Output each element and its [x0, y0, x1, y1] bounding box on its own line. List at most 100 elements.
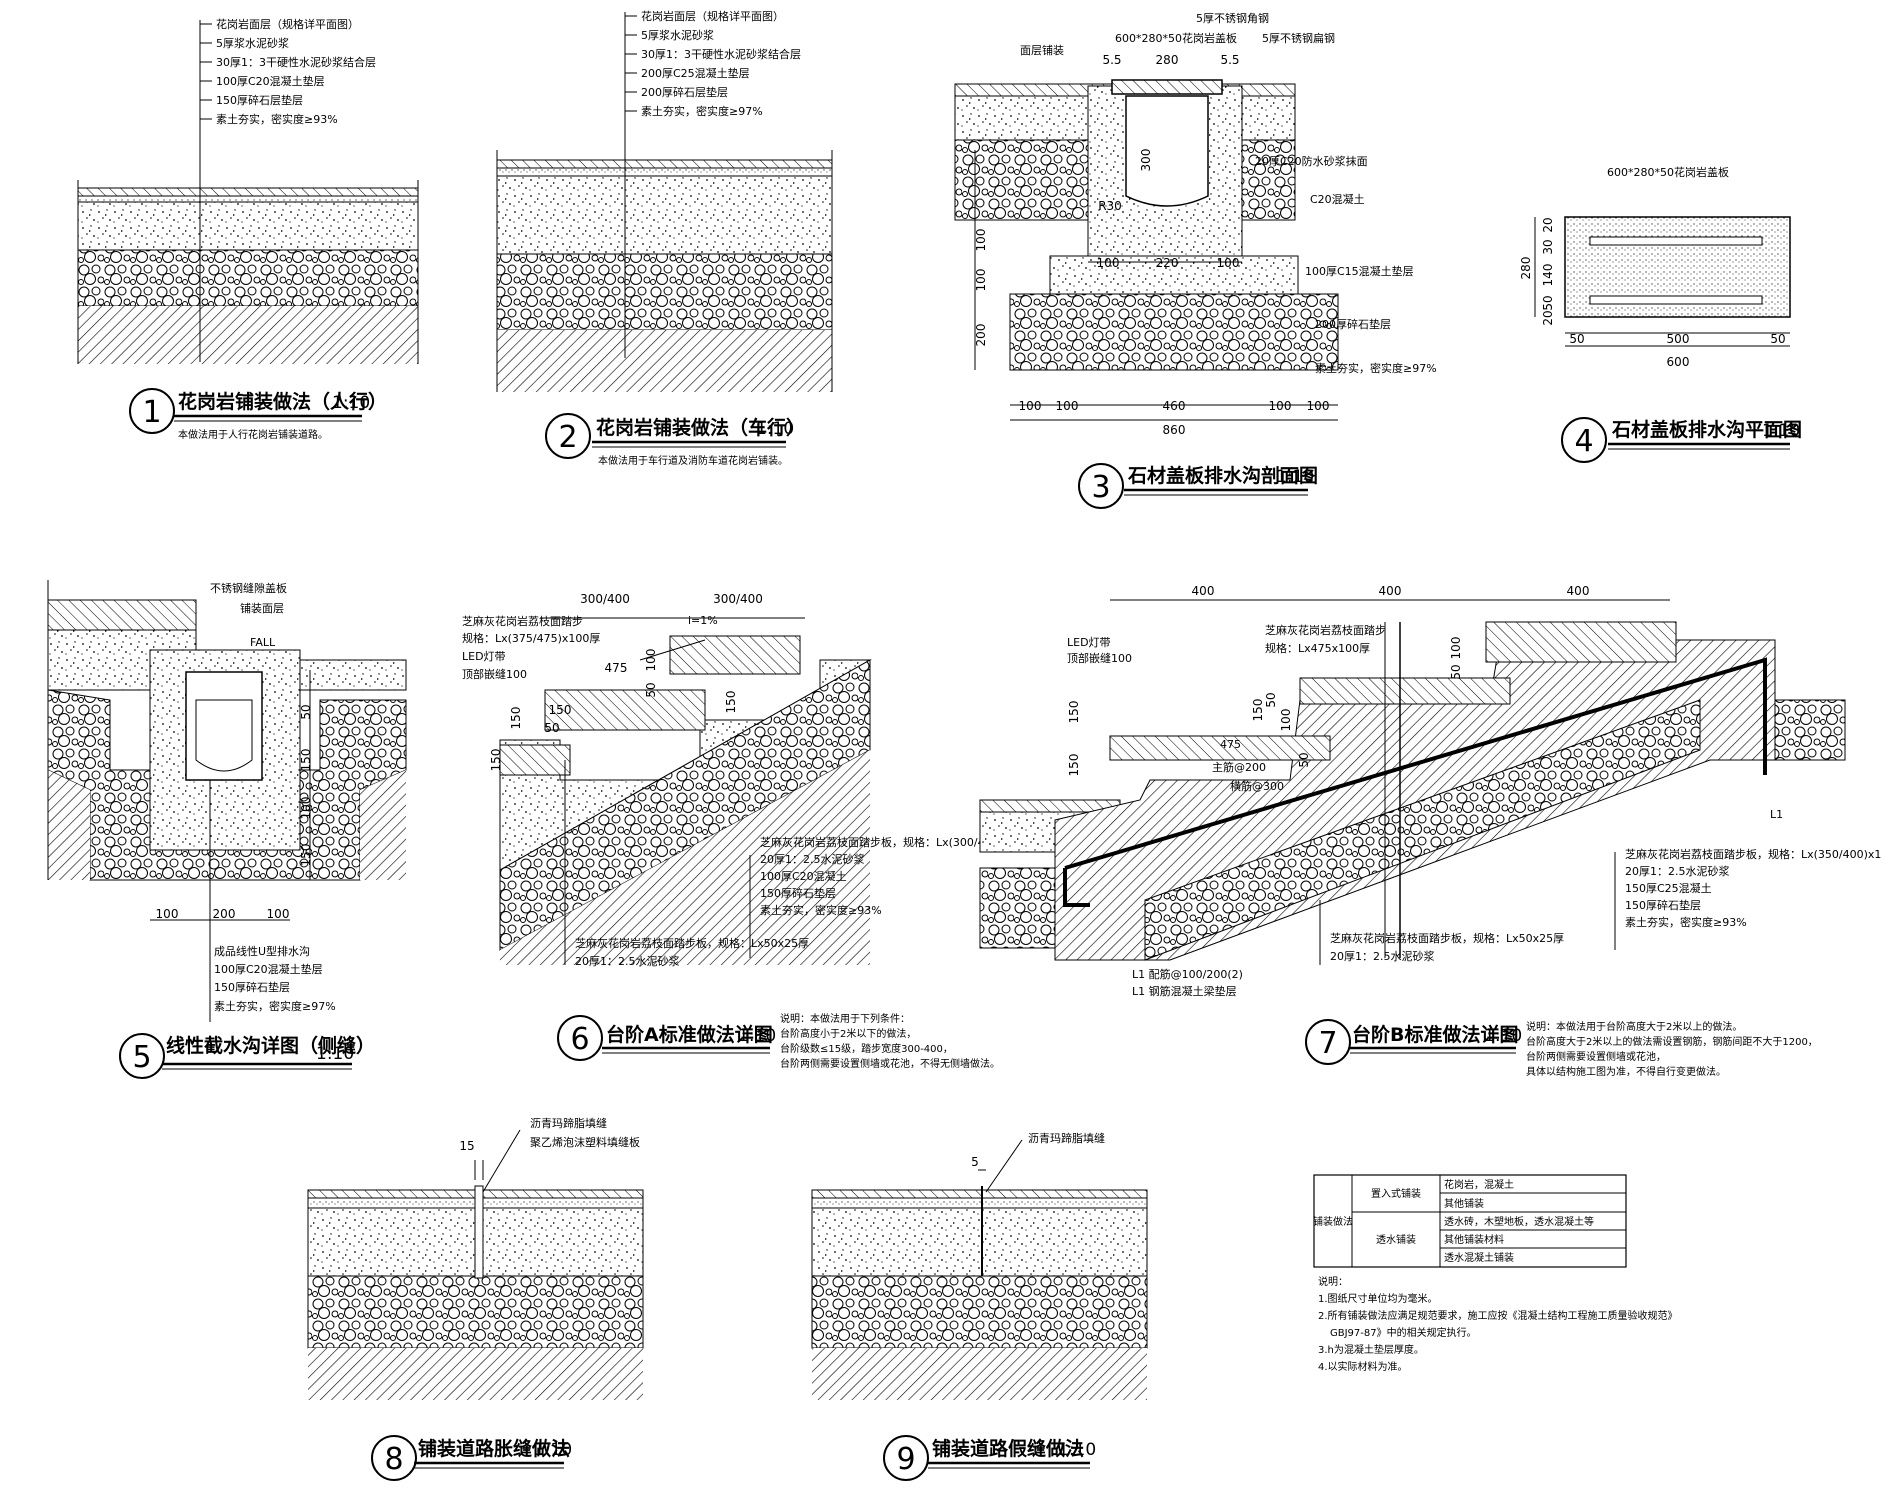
d3-labels: 5厚不锈钢角钢600*280*50花岗岩盖板面层铺装5厚不锈钢扁钢20厚C20防…	[1020, 12, 1437, 375]
d9-surface	[811, 1189, 1148, 1199]
d7-dim-6: 50	[1264, 692, 1278, 707]
d7-label-7: 芝麻灰花岗岩荔枝面踏步板，规格：Lx(350/400)x100厚	[1625, 847, 1882, 861]
d2-number: 2	[558, 420, 577, 455]
d9-bed	[811, 1197, 1148, 1209]
d7-label-12: 芝麻灰花岗岩荔枝面踏步板，规格：Lx50x25厚	[1330, 931, 1564, 945]
d1-labels-label-0: 花岗岩面层（规格详平面图）	[216, 17, 359, 31]
d6-labels: 芝麻灰花岗岩荔枝面踏步规格：Lx(375/475)x100厚LED灯带顶部嵌缝1…	[462, 614, 1041, 968]
d5-soil	[48, 770, 406, 880]
d1-scale: 1:10	[332, 393, 370, 413]
d6-soil	[500, 750, 870, 965]
d3-label-2: 面层铺装	[1020, 44, 1064, 57]
d3-dim-1: 280	[1156, 53, 1179, 67]
d2-layer-labels: 花岗岩面层（规格详平面图）5厚浆水泥砂浆30厚1：3干硬性水泥砂浆结合层200厚…	[625, 9, 801, 118]
d1-layer-labels: 花岗岩面层（规格详平面图）5厚浆水泥砂浆30厚1：3干硬性水泥砂浆结合层100厚…	[200, 17, 376, 126]
d6-label-4: i=1%	[688, 614, 718, 627]
d3-label-4: 20厚C20防水砂浆抹面	[1255, 154, 1368, 168]
d7-number-circle	[1305, 1019, 1351, 1065]
d5-number: 5	[132, 1040, 151, 1075]
d8-gravel	[307, 1275, 644, 1349]
d6-dim-6: 50	[544, 721, 559, 735]
d6-tread-3	[669, 635, 801, 675]
notes-heading: 说明：	[1318, 1275, 1348, 1288]
d1-soil-layer	[78, 306, 418, 364]
d2-labels-label-0: 花岗岩面层（规格详平面图）	[641, 9, 784, 23]
d7-rebar	[1063, 657, 1767, 907]
d5-paving-left	[47, 599, 197, 631]
d6-scale: 1:10	[738, 1026, 776, 1046]
d6-number-circle	[557, 1015, 603, 1061]
d5-title: 线性截水沟详图（侧缝）	[166, 1034, 375, 1057]
d3-label-8: 素土夯实，密实度≥97%	[1315, 361, 1437, 375]
d7-tread-3	[1485, 621, 1677, 663]
d3-dim-8: 100	[1097, 256, 1120, 270]
d7-label-11: 素土夯实，密实度≥93%	[1625, 915, 1747, 929]
d3-dim-2: 5.5	[1220, 53, 1239, 67]
d5-number-circle	[119, 1033, 165, 1079]
d7-gravel-band	[1144, 699, 1701, 961]
d8-label-0: 沥青玛蹄脂填缝	[530, 1116, 607, 1130]
d8-number: 8	[384, 1442, 403, 1477]
d7-dim-2: 400	[1567, 584, 1590, 598]
d4-dim-2: 30	[1541, 239, 1555, 254]
d9-gravel	[811, 1275, 1148, 1349]
d7-dim-5: 150	[1251, 699, 1265, 722]
detail-5: 不锈钢缝隙盖板铺装面层FALL成品线性U型排水沟100厚C20混凝土垫层150厚…	[47, 580, 407, 1079]
d6-dim-3: 100	[644, 649, 658, 672]
d6-label-10: 芝麻灰花岗岩荔枝面踏步板，规格：Lx50x25厚	[575, 936, 809, 950]
d9-number: 9	[896, 1442, 915, 1477]
d3-dim-3: 300	[1139, 149, 1153, 172]
d7-notes: 说明：本做法用于台阶高度大于2米以上的做法。台阶高度大于2米以上的做法需设置钢筋…	[1526, 1020, 1818, 1078]
d1-labels-label-3: 100厚C20混凝土垫层	[216, 74, 325, 88]
d9-leader	[985, 1139, 1023, 1193]
legend-table: 铺装做法 置入式铺装透水铺装花岗岩，混凝土其他铺装透水砖，木塑地板，透水混凝土等…	[1313, 1174, 1627, 1268]
d6-label-0: 芝麻灰花岗岩荔枝面踏步	[462, 614, 583, 628]
d5-dim-1: 200	[213, 907, 236, 921]
d3-dim-15: 100	[1307, 399, 1330, 413]
d6-note-2: 台阶级数≤15级，踏步宽度300-400，	[780, 1042, 953, 1055]
d6-dim-4: 50	[644, 682, 658, 697]
notes-item-2: GBJ97-87》中的相关规定执行。	[1330, 1326, 1477, 1339]
d7-scale: 1:10	[1484, 1026, 1522, 1046]
d1-number-circle	[129, 388, 175, 434]
d7-label-9: 150厚C25混凝土	[1625, 881, 1712, 895]
d7-note-3: 具体以结构施工图为准，不得自行变更做法。	[1526, 1065, 1726, 1078]
d7-note-2: 台阶两侧需要设置侧墙或花池，	[1526, 1050, 1666, 1063]
d4-dim-1: 20	[1541, 217, 1555, 232]
d7-number: 7	[1318, 1026, 1337, 1061]
d3-dim-11: 100	[1019, 399, 1042, 413]
d8-dim-0: 15	[459, 1139, 474, 1153]
d4-number-circle	[1561, 417, 1607, 463]
d2-mortar-layer	[496, 167, 833, 177]
notes-item-4: 4.以实际材料为准。	[1318, 1360, 1408, 1373]
d6-dim-1: 300/400	[713, 592, 763, 606]
d4-dim-4: 50	[1541, 295, 1555, 310]
d7-label-5: 主筋@200	[1212, 760, 1266, 774]
d7-label-1: 顶部嵌缝100	[1067, 651, 1132, 665]
d7-dim-4: 50	[1449, 664, 1463, 679]
d6-dim-7: 150	[724, 691, 738, 714]
d7-dim-10: 150	[1067, 754, 1081, 777]
d9-concrete	[811, 1207, 1148, 1277]
notes-block: 说明： 1.图纸尺寸单位均为毫米。2.所有铺装做法应满足规范要求，施工应按《混凝…	[1318, 1275, 1678, 1373]
detail-3: 5厚不锈钢角钢600*280*50花岗岩盖板面层铺装5厚不锈钢扁钢20厚C20防…	[954, 12, 1437, 509]
d3-number-circle	[1078, 463, 1124, 509]
d9-title: 铺装道路假缝做法	[932, 1437, 1084, 1460]
d5-label-4: 100厚C20混凝土垫层	[214, 962, 323, 976]
d8-number-circle	[371, 1435, 417, 1481]
d6-number: 6	[570, 1022, 589, 1057]
d3-dim-16: 860	[1163, 423, 1186, 437]
d3-label-0: 5厚不锈钢角钢	[1196, 12, 1269, 25]
d6-label-6: 20厚1：2.5水泥砂浆	[760, 852, 865, 866]
d6-note-0: 说明：本做法用于下列条件：	[780, 1012, 910, 1025]
d3-dim-13: 460	[1163, 399, 1186, 413]
d1-number: 1	[142, 395, 161, 430]
d5-labels: 不锈钢缝隙盖板铺装面层FALL成品线性U型排水沟100厚C20混凝土垫层150厚…	[210, 581, 336, 1013]
d7-note-1: 台阶高度大于2米以上的做法需设置钢筋，钢筋间距不大于1200，	[1526, 1035, 1818, 1048]
d6-tread-1	[499, 744, 571, 776]
legend-cells: 置入式铺装透水铺装花岗岩，混凝土其他铺装透水砖，木塑地板，透水混凝土等其他铺装材…	[1371, 1178, 1594, 1264]
